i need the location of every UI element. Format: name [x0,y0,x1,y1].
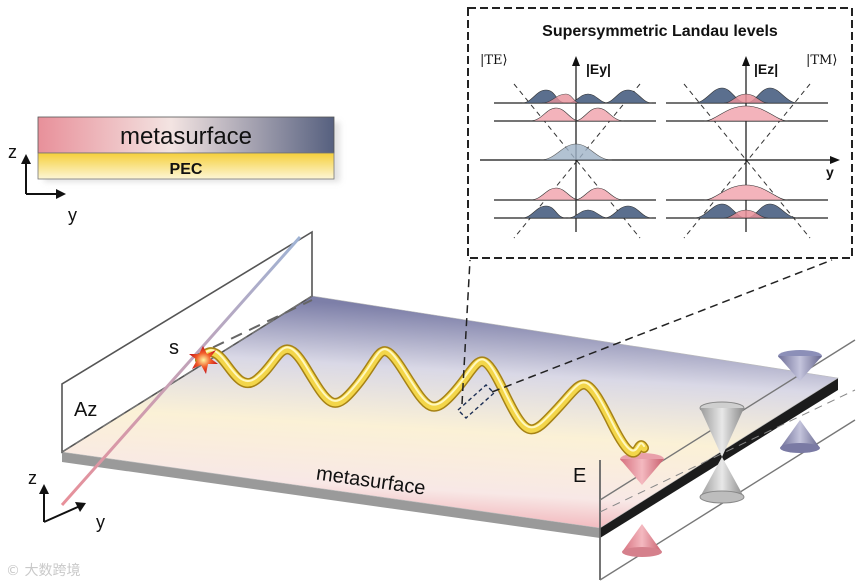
dirac-cone-gray [699,401,745,504]
inset-tm-label: |TM⟩ [806,53,837,68]
main-axes: z y [28,468,105,532]
legend-pec-label: PEC [170,161,203,178]
inset-title: Supersymmetric Landau levels [542,23,778,40]
inset-y-label: y [826,164,834,180]
inset-ez-label: |Ez| [754,61,778,77]
legend-axis-y: y [68,205,77,225]
main-axis-z: z [28,468,37,488]
az-label: Az [74,399,97,421]
source-label: s [169,337,179,359]
main-axis-y: y [96,512,105,532]
legend-axes: z y [8,142,77,225]
layer-legend: metasurface PEC z y [8,116,340,225]
dirac-cone-lavender [778,350,822,453]
inset-ey-label: |Ey| [586,61,611,77]
pec-layer-bar [37,152,335,180]
watermark-text: © 大数跨境 [6,563,81,579]
e-label: E [573,465,586,487]
source-point: s [169,337,218,374]
legend-metasurface-label: metasurface [120,123,252,150]
landau-inset: Supersymmetric Landau levels |TE⟩ |TM⟩ |… [467,7,853,259]
inset-te-label: |TE⟩ [480,53,508,68]
source-line [60,236,302,506]
dirac-cone-pink [620,453,664,557]
metasurface-layer-bar [37,116,335,154]
legend-axis-z: z [8,142,17,162]
az-plane: Az [60,230,313,506]
